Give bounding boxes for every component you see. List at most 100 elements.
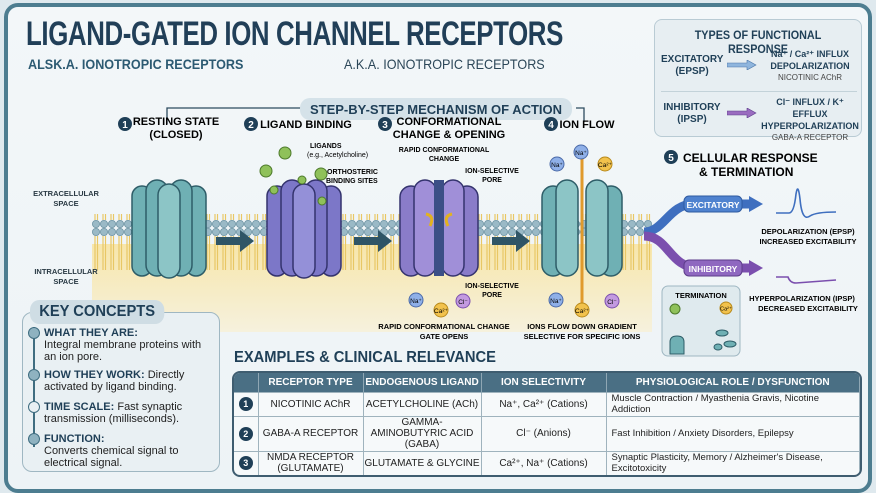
svg-text:GATE OPENS: GATE OPENS — [420, 332, 469, 341]
svg-text:SPACE: SPACE — [53, 277, 78, 286]
subtitle-center: A.K.A. IONOTROPIC RECEPTORS — [344, 56, 545, 72]
response-label: INHIBITORY — [663, 102, 721, 113]
cell-receptor: GABA-A RECEPTOR — [258, 415, 364, 452]
response-ion: Cl⁻ INFLUX / K⁺ EFFLUX — [776, 97, 844, 119]
inhibitory-pill — [683, 259, 743, 277]
rapid-change-label: RAPID CONFORMATIONAL CHANGE — [399, 147, 490, 163]
svg-text:Ca²⁺: Ca²⁺ — [575, 308, 589, 315]
cell-ligand: GAMMA-AMINOBUTYRIC ACID (GABA) — [363, 415, 482, 452]
svg-text:Cl⁻: Cl⁻ — [607, 299, 617, 306]
svg-text:& TERMINATION: & TERMINATION — [699, 165, 793, 179]
cell-ions: Ca²⁺, Na⁺ (Cations) — [481, 450, 607, 475]
circle-icon — [28, 369, 40, 381]
infographic-frame: STEP-BY-STEP MECHANISM OF ACTION 1 RESTI… — [4, 3, 872, 493]
svg-text:CELLULAR RESPONSE: CELLULAR RESPONSE — [683, 151, 818, 165]
svg-text:CHANGE & OPENING: CHANGE & OPENING — [393, 129, 505, 141]
column-header: ENDOGENOUS LIGAND — [363, 373, 482, 392]
key-concept-item: FUNCTION:Converts chemical signal to ele… — [44, 433, 179, 469]
svg-text:Ca²⁺: Ca²⁺ — [598, 162, 612, 169]
channel-ion-flow — [541, 154, 623, 304]
excitatory-description: DEPOLARIZATION (EPSP)INCREASED EXCITABIL… — [760, 227, 857, 246]
svg-text:SELECTIVE FOR SPECIFIC IONS: SELECTIVE FOR SPECIFIC IONS — [524, 332, 641, 341]
response-sublabel: (EPSP) — [675, 66, 709, 77]
examples-header: EXAMPLES & CLINICAL RELEVANCE — [234, 349, 496, 366]
timeline-line — [33, 327, 35, 447]
column-header — [234, 373, 259, 392]
svg-text:DEPOLARIZATION (EPSP): DEPOLARIZATION (EPSP) — [761, 227, 855, 236]
column-header: PHYSIOLOGICAL ROLE / DYSFUNCTION — [606, 373, 860, 392]
mechanism-header-pill — [300, 98, 572, 120]
ipsp-trace — [776, 276, 837, 284]
svg-text:BINDING SITES: BINDING SITES — [326, 178, 378, 185]
row-number: 1 — [238, 397, 253, 411]
step-4-title: 4 ION FLOW — [544, 117, 615, 131]
cell-ligand: GLUTAMATE & GLYCINE — [363, 450, 482, 475]
response-label: EXCITATORY — [661, 54, 724, 65]
cell-ligand: ACETYLCHOLINE (ACh) — [363, 391, 482, 416]
svg-text:LIGANDS: LIGANDS — [310, 143, 342, 150]
svg-text:RESTING STATE: RESTING STATE — [133, 116, 219, 128]
mechanism-header: STEP-BY-STEP MECHANISM OF ACTION — [310, 102, 562, 117]
key-concept-item: TIME SCALE: Fast synaptic transmission (… — [44, 401, 183, 425]
key-concepts-header: KEY CONCEPTS — [30, 300, 165, 324]
key-concept-item: HOW THEY WORK: Directly activated by lig… — [44, 369, 185, 393]
svg-text:IONS FLOW DOWN GRADIENT: IONS FLOW DOWN GRADIENT — [527, 322, 637, 331]
subtitle-left: ALSK.A. IONOTROPIC RECEPTORS — [28, 56, 244, 72]
svg-text:ORTHOSTERIC: ORTHOSTERIC — [327, 169, 378, 176]
termination-panel: TERMINATION Ca²⁺ — [661, 285, 741, 357]
svg-text:RAPID CONFORMATIONAL: RAPID CONFORMATIONAL — [399, 147, 490, 154]
svg-text:ION FLOW: ION FLOW — [560, 119, 616, 131]
svg-text:2: 2 — [248, 120, 254, 131]
circle-icon — [28, 327, 40, 339]
ligands-label: LIGANDS(e.g., Acetylcholine) — [307, 143, 368, 159]
ions: Na⁺ Na⁺ Ca²⁺ Na⁺ Ca²⁺ Cl⁻ Na⁺ Ca²⁺ Cl⁻ — [408, 144, 620, 318]
svg-text:(CLOSED): (CLOSED) — [149, 129, 203, 141]
arrow-head-icon — [749, 260, 763, 276]
row-number: 3 — [238, 456, 253, 471]
svg-text:TERMINATION: TERMINATION — [675, 291, 727, 300]
svg-text:LIGAND BINDING: LIGAND BINDING — [260, 119, 352, 131]
response-effect: HYPERPOLARIZATION — [761, 121, 859, 131]
svg-text:Na⁺: Na⁺ — [575, 150, 587, 157]
key-concepts-panel — [22, 312, 220, 472]
column-header: RECEPTOR TYPE — [258, 373, 364, 392]
svg-text:1: 1 — [122, 120, 128, 131]
epsp-trace — [776, 188, 837, 218]
response-sublabel: (IPSP) — [677, 114, 707, 125]
cell-receptor: NICOTINIC AChR — [258, 391, 364, 416]
clock-icon — [28, 401, 40, 413]
svg-text:Na⁺: Na⁺ — [410, 298, 422, 305]
row-number: 2 — [238, 426, 253, 441]
svg-text:CHANGE: CHANGE — [429, 156, 460, 163]
svg-text:HYPERPOLARIZATION (IPSP): HYPERPOLARIZATION (IPSP) — [749, 294, 855, 303]
step-arrows — [216, 230, 530, 252]
excitatory-label: EXCITATORY — [686, 200, 739, 210]
svg-text:ION-SELECTIVE: ION-SELECTIVE — [465, 168, 519, 175]
mechanism-diagram: STEP-BY-STEP MECHANISM OF ACTION 1 RESTI… — [33, 98, 858, 357]
cell-role: Synaptic Plasticity, Memory / Alzheimer'… — [606, 450, 860, 475]
svg-text:Na⁺: Na⁺ — [551, 162, 563, 169]
step-bracket — [166, 107, 585, 124]
svg-text:3: 3 — [382, 120, 388, 131]
svg-text:ION-SELECTIVE: ION-SELECTIVE — [465, 283, 519, 290]
response-example: NICOTINIC AChR — [777, 73, 842, 82]
orthosteric-label: ORTHOSTERIC BINDING SITES — [326, 169, 378, 185]
svg-text:RAPID CONFORMATIONAL CHANGE: RAPID CONFORMATIONAL CHANGE — [378, 322, 509, 331]
circle-icon — [28, 433, 40, 445]
svg-text:Ca²⁺: Ca²⁺ — [434, 308, 448, 315]
response-inhibitory: INHIBITORY(IPSP) Cl⁻ INFLUX / K⁺ EFFLUX H… — [661, 94, 859, 142]
step-1-title: 1 RESTING STATE(CLOSED) — [118, 116, 219, 141]
svg-text:DECREASED EXCITABILITY: DECREASED EXCITABILITY — [758, 304, 858, 313]
